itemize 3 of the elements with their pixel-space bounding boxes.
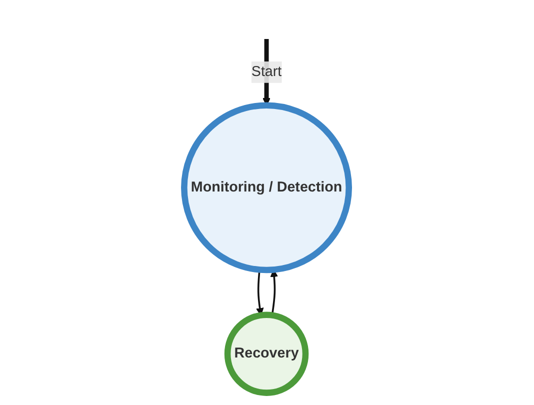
node-circle (182, 102, 352, 274)
cycle-diagram: Start Monitoring / Detection Recovery (177, 5, 357, 400)
node-circle (224, 312, 310, 396)
